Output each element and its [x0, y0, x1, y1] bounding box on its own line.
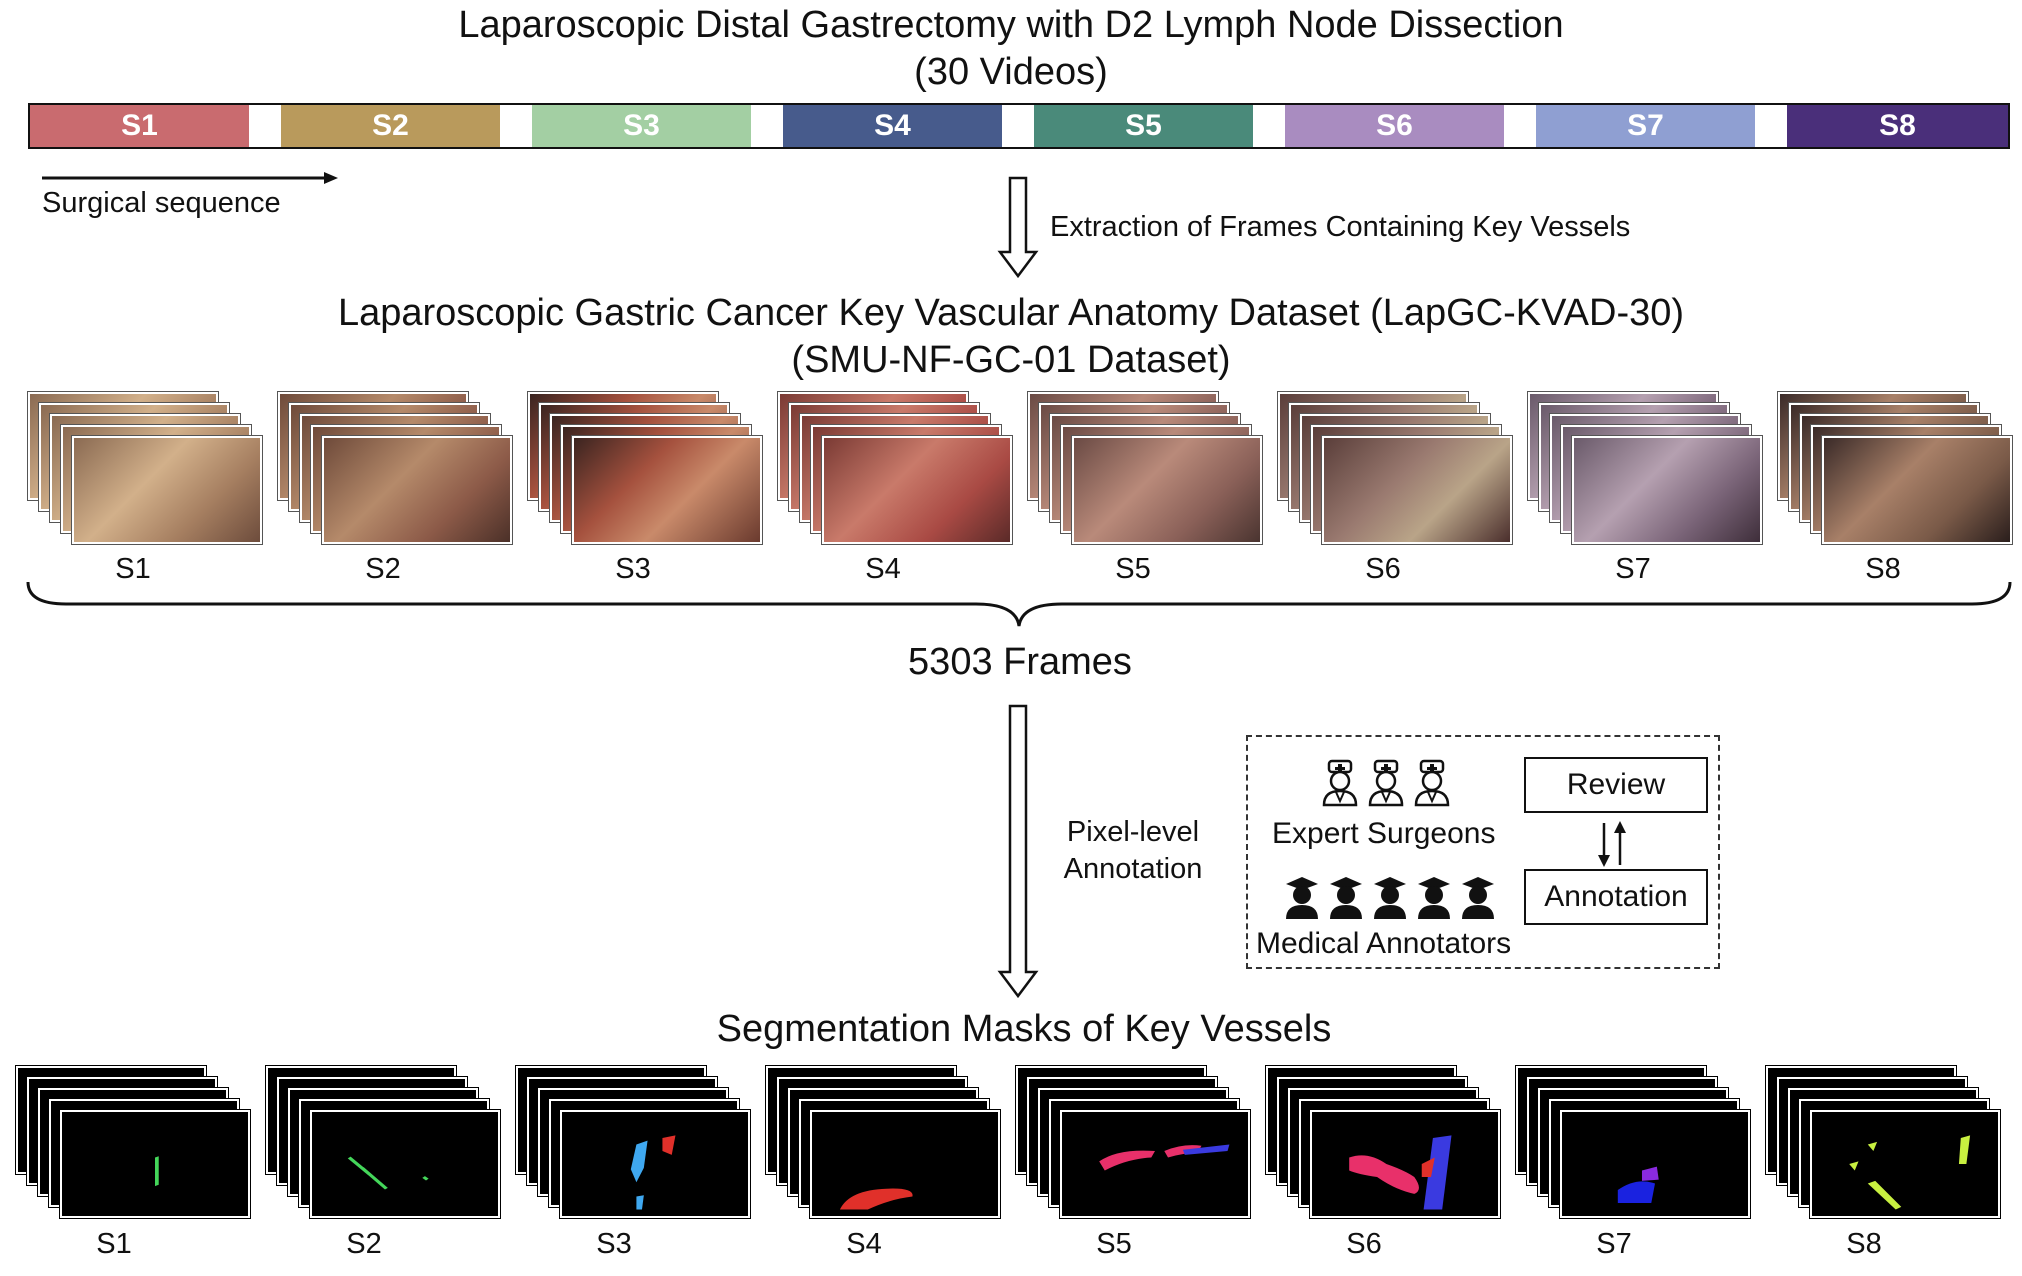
mask-stack-s2-card-5: [310, 1110, 500, 1218]
brace-icon: [26, 581, 2012, 627]
vessel-mask-s1: [155, 1156, 159, 1187]
phase-label-s5: S5: [1125, 109, 1162, 142]
medical-annotators-label: Medical Annotators: [1256, 927, 1512, 960]
annotator-icon: [1324, 873, 1368, 926]
frame-label-s5: S5: [1115, 553, 1151, 585]
phase-label-s2: S2: [372, 109, 409, 142]
sequence-label: Surgical sequence: [42, 187, 281, 219]
extraction-arrow-icon: [997, 176, 1039, 279]
phase-segment-s8: S8: [1787, 105, 2008, 147]
phase-bar: S1 S2 S3 S4 S5 S6 S7 S8: [28, 103, 2010, 149]
frame-stack-s8-card-5: [1822, 436, 2012, 544]
expert-surgeons-icons: [1318, 759, 1456, 812]
frame-label-s8: S8: [1865, 553, 1901, 585]
annotation-label: Annotation: [1544, 880, 1688, 913]
annotation-workflow-panel: Expert Surgeons Medical Annotators Revie…: [1246, 735, 1720, 969]
dataset-title-line1: Laparoscopic Gastric Cancer Key Vascular…: [337, 292, 1685, 334]
phase-segment-s4: S4: [783, 105, 1002, 147]
phase-segment-s1: S1: [30, 105, 249, 147]
phase-segment-s3: S3: [532, 105, 751, 147]
mask-stack-s1-card-5: [60, 1110, 250, 1218]
phase-segment-s7: S7: [1536, 105, 1755, 147]
mask-label-s4: S4: [846, 1228, 882, 1260]
frame-label-s6: S6: [1365, 553, 1401, 585]
phase-label-s6: S6: [1376, 109, 1413, 142]
frame-label-s4: S4: [865, 553, 901, 585]
mask-stack-s4-card-5: [810, 1110, 1000, 1218]
phase-label-s7: S7: [1627, 109, 1664, 142]
phase-segment-s6: S6: [1285, 105, 1504, 147]
mask-label-s7: S7: [1596, 1228, 1632, 1260]
phase-label-s1: S1: [121, 109, 158, 142]
phase-label-s4: S4: [874, 109, 911, 142]
frame-stack-s2-card-5: [322, 436, 512, 544]
frame-stack-s3-card-5: [572, 436, 762, 544]
frame-stack-s5-card-5: [1072, 436, 1262, 544]
phase-segment-s2: S2: [281, 105, 500, 147]
frame-stack-s1-card-5: [72, 436, 262, 544]
mask-label-s8: S8: [1846, 1228, 1882, 1260]
sequence-arrow-icon: [42, 172, 338, 184]
mask-stack-s8-card-5: [1810, 1110, 2000, 1218]
frame-label-s2: S2: [365, 553, 401, 585]
pixel-annotation-label: Pixel-level Annotation: [1040, 814, 1226, 888]
dataset-title-line2: (SMU-NF-GC-01 Dataset): [791, 339, 1231, 381]
annotator-icon: [1368, 873, 1412, 926]
main-title-line1: Laparoscopic Distal Gastrectomy with D2 …: [458, 4, 1564, 46]
frame-stack-s6-card-5: [1322, 436, 1512, 544]
review-box: Review: [1524, 757, 1708, 813]
expert-surgeons-label: Expert Surgeons: [1272, 817, 1496, 850]
phase-segment-s5: S5: [1034, 105, 1253, 147]
annotator-icon: [1412, 873, 1456, 926]
review-cycle-arrows-icon: [1598, 821, 1626, 867]
mask-stack-s3-card-5: [560, 1110, 750, 1218]
annotation-box: Annotation: [1524, 869, 1708, 925]
mask-stack-s7-card-5: [1560, 1110, 1750, 1218]
vessel-mask-s4: [839, 1188, 913, 1210]
pixel-annotation-line1: Pixel-level: [1066, 816, 1200, 848]
vessel-mask-s8: [1849, 1135, 1971, 1210]
mask-label-s3: S3: [596, 1228, 632, 1260]
surgeon-icon: [1410, 759, 1454, 812]
frame-label-s3: S3: [615, 553, 651, 585]
surgeon-icon: [1318, 759, 1362, 812]
review-label: Review: [1566, 768, 1666, 801]
annotation-arrow-icon: [997, 704, 1039, 999]
frame-label-s7: S7: [1615, 553, 1651, 585]
vessel-mask-s7: [1617, 1166, 1659, 1203]
annotator-icon: [1456, 873, 1500, 926]
mask-label-s2: S2: [346, 1228, 382, 1260]
extraction-label: Extraction of Frames Containing Key Vess…: [1050, 211, 1631, 243]
pixel-annotation-line2: Annotation: [1063, 853, 1203, 885]
vessel-mask-s6: [1349, 1135, 1452, 1210]
surgeon-icon: [1364, 759, 1408, 812]
frame-stack-s7-card-5: [1572, 436, 1762, 544]
main-title-line2: (30 Videos): [914, 51, 1108, 93]
mask-stack-s6-card-5: [1310, 1110, 1500, 1218]
mask-stack-s5-card-5: [1060, 1110, 1250, 1218]
phase-label-s8: S8: [1879, 109, 1916, 142]
mask-label-s1: S1: [96, 1228, 132, 1260]
mask-label-s6: S6: [1346, 1228, 1382, 1260]
mask-label-s5: S5: [1096, 1228, 1132, 1260]
vessel-mask-s5: [1099, 1144, 1230, 1171]
frames-count: 5303 Frames: [908, 641, 1132, 683]
masks-title: Segmentation Masks of Key Vessels: [716, 1008, 1332, 1050]
frame-stack-s4-card-5: [822, 436, 1012, 544]
annotator-icon: [1280, 873, 1324, 926]
vessel-mask-s2: [347, 1156, 429, 1190]
vessel-mask-s3: [630, 1135, 676, 1210]
medical-annotators-icons: [1280, 873, 1500, 926]
frame-label-s1: S1: [115, 553, 151, 585]
phase-label-s3: S3: [623, 109, 660, 142]
